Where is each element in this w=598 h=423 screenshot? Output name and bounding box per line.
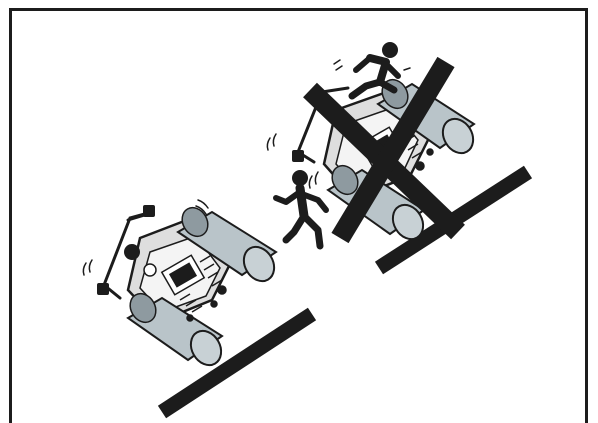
person-jumping-icon	[333, 42, 411, 100]
pictogram-frame	[9, 8, 588, 423]
machine-safe-icon	[82, 199, 278, 367]
drum-upper	[176, 206, 278, 283]
drum-upper-right	[376, 78, 476, 155]
slope-line-lower	[157, 307, 317, 419]
drum-lower	[126, 292, 224, 367]
person-walking-icon	[273, 170, 329, 250]
prohibited-cross-icon	[303, 56, 465, 244]
